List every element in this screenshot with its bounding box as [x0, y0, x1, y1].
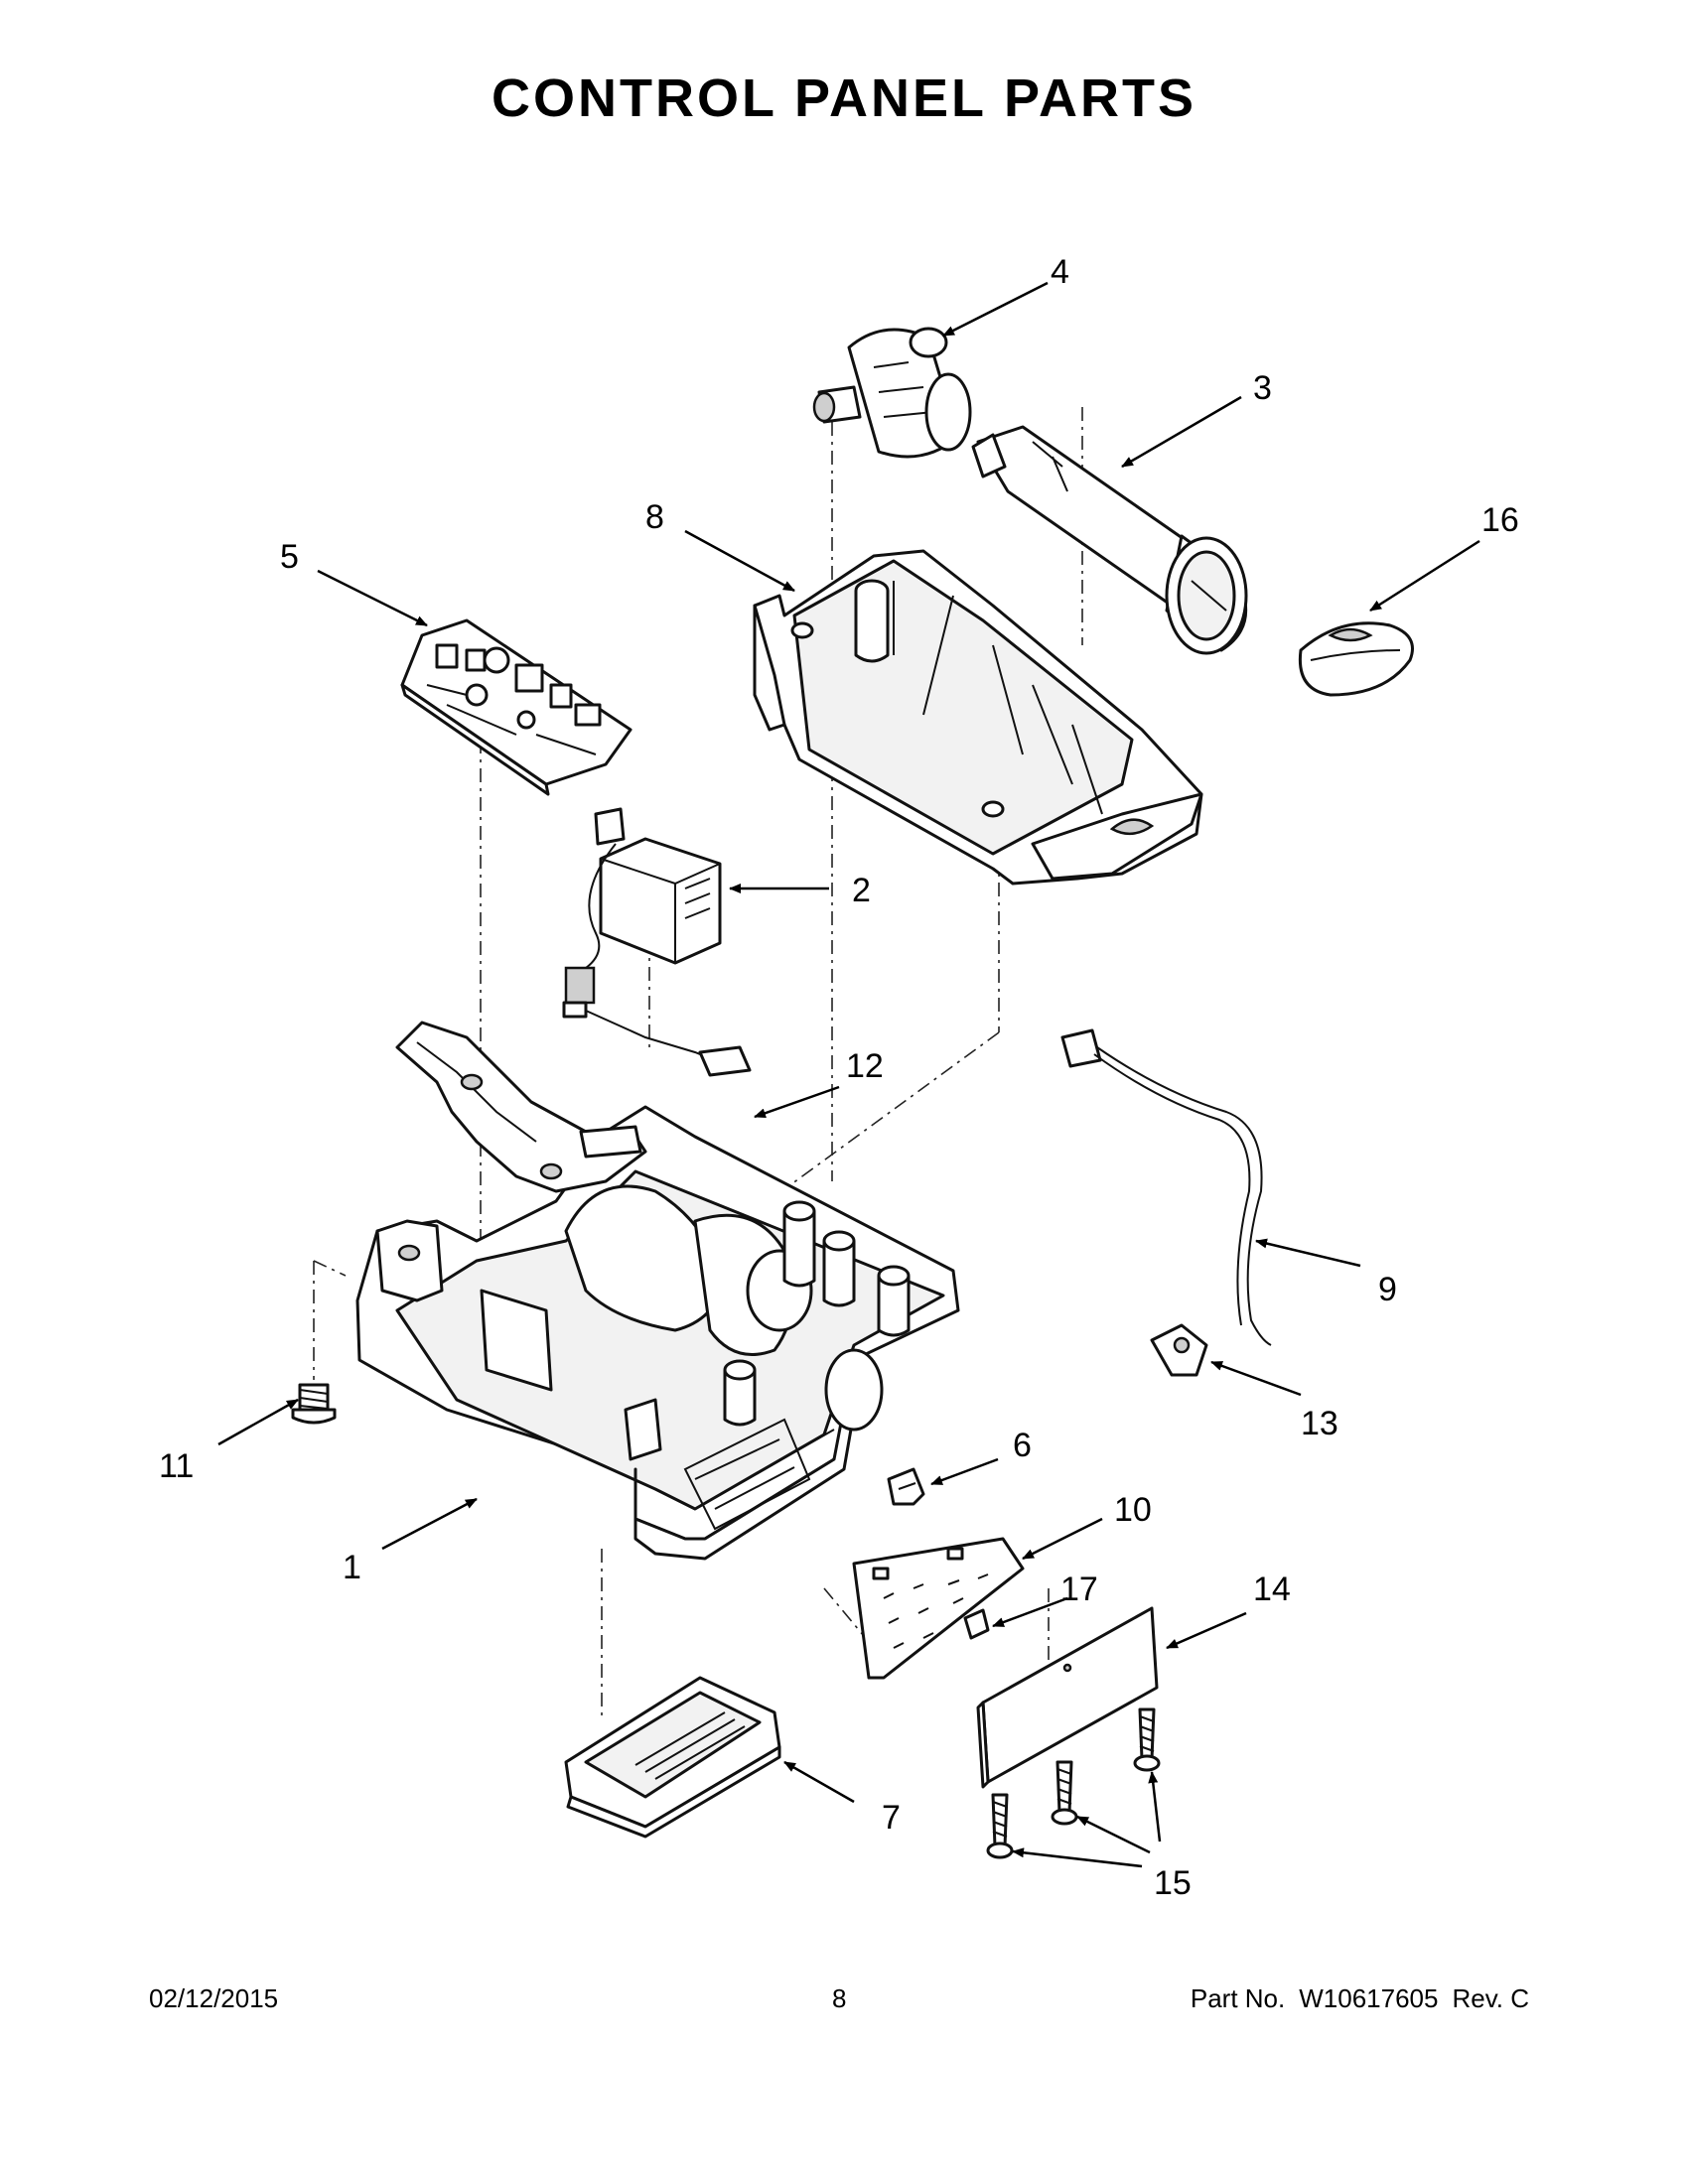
part-3-water-filter	[971, 425, 1248, 655]
callout-17: 17	[1060, 1570, 1098, 1608]
callout-4: 4	[1051, 253, 1069, 291]
part-5-control-board	[400, 618, 633, 796]
callout-14: 14	[1253, 1570, 1291, 1608]
part-15-screws	[986, 1707, 1161, 1859]
callout-1: 1	[343, 1549, 361, 1586]
callout-11: 11	[159, 1447, 194, 1485]
part-12-wire-harness	[562, 1001, 752, 1077]
part-8-filter-housing	[753, 549, 1203, 886]
part-number-label: Part No.	[1190, 1983, 1286, 2013]
callout-labels: 4 3 8 5 16 2 12 9 13 11 6 10 1 17 14 7 1…	[159, 253, 1519, 1902]
callout-9: 9	[1378, 1271, 1397, 1308]
callout-6: 6	[1013, 1427, 1032, 1464]
callout-5: 5	[280, 538, 299, 576]
footer-date: 02/12/2015	[149, 1983, 279, 2013]
leader-lines	[217, 281, 1480, 1868]
part-13-clip	[1150, 1323, 1208, 1377]
callout-12: 12	[846, 1047, 884, 1085]
part-9-wire-harness	[1060, 1028, 1272, 1346]
part-7-lower-cover	[564, 1676, 781, 1839]
part-1-bracket	[395, 1021, 647, 1193]
callout-8: 8	[645, 498, 664, 536]
part-number-value: W10617605	[1299, 1983, 1439, 2013]
callout-16: 16	[1481, 501, 1519, 539]
part-14-trim-panel	[976, 1606, 1159, 1789]
part-6-switch	[887, 1467, 925, 1506]
footer-page-number: 8	[832, 1983, 847, 2013]
callout-3: 3	[1253, 369, 1272, 407]
callout-10: 10	[1114, 1491, 1152, 1529]
revision: Rev. C	[1452, 1983, 1529, 2013]
part-1-control-housing	[355, 1105, 960, 1561]
footer-part-number: Part No. W10617605 Rev. C	[1191, 1983, 1529, 2014]
part-11-screw	[291, 1383, 337, 1425]
page-title: CONTROL PANEL PARTS	[491, 68, 1197, 128]
part-17-clip	[963, 1608, 990, 1640]
callout-2: 2	[852, 872, 871, 909]
part-2-transformer	[564, 807, 722, 1005]
part-10-ui-board	[852, 1537, 1025, 1680]
callout-15: 15	[1154, 1864, 1192, 1902]
callout-13: 13	[1301, 1405, 1338, 1442]
part-16-filter-cap	[1298, 621, 1414, 697]
part-4-filter-head	[812, 327, 972, 459]
callout-7: 7	[882, 1799, 901, 1837]
